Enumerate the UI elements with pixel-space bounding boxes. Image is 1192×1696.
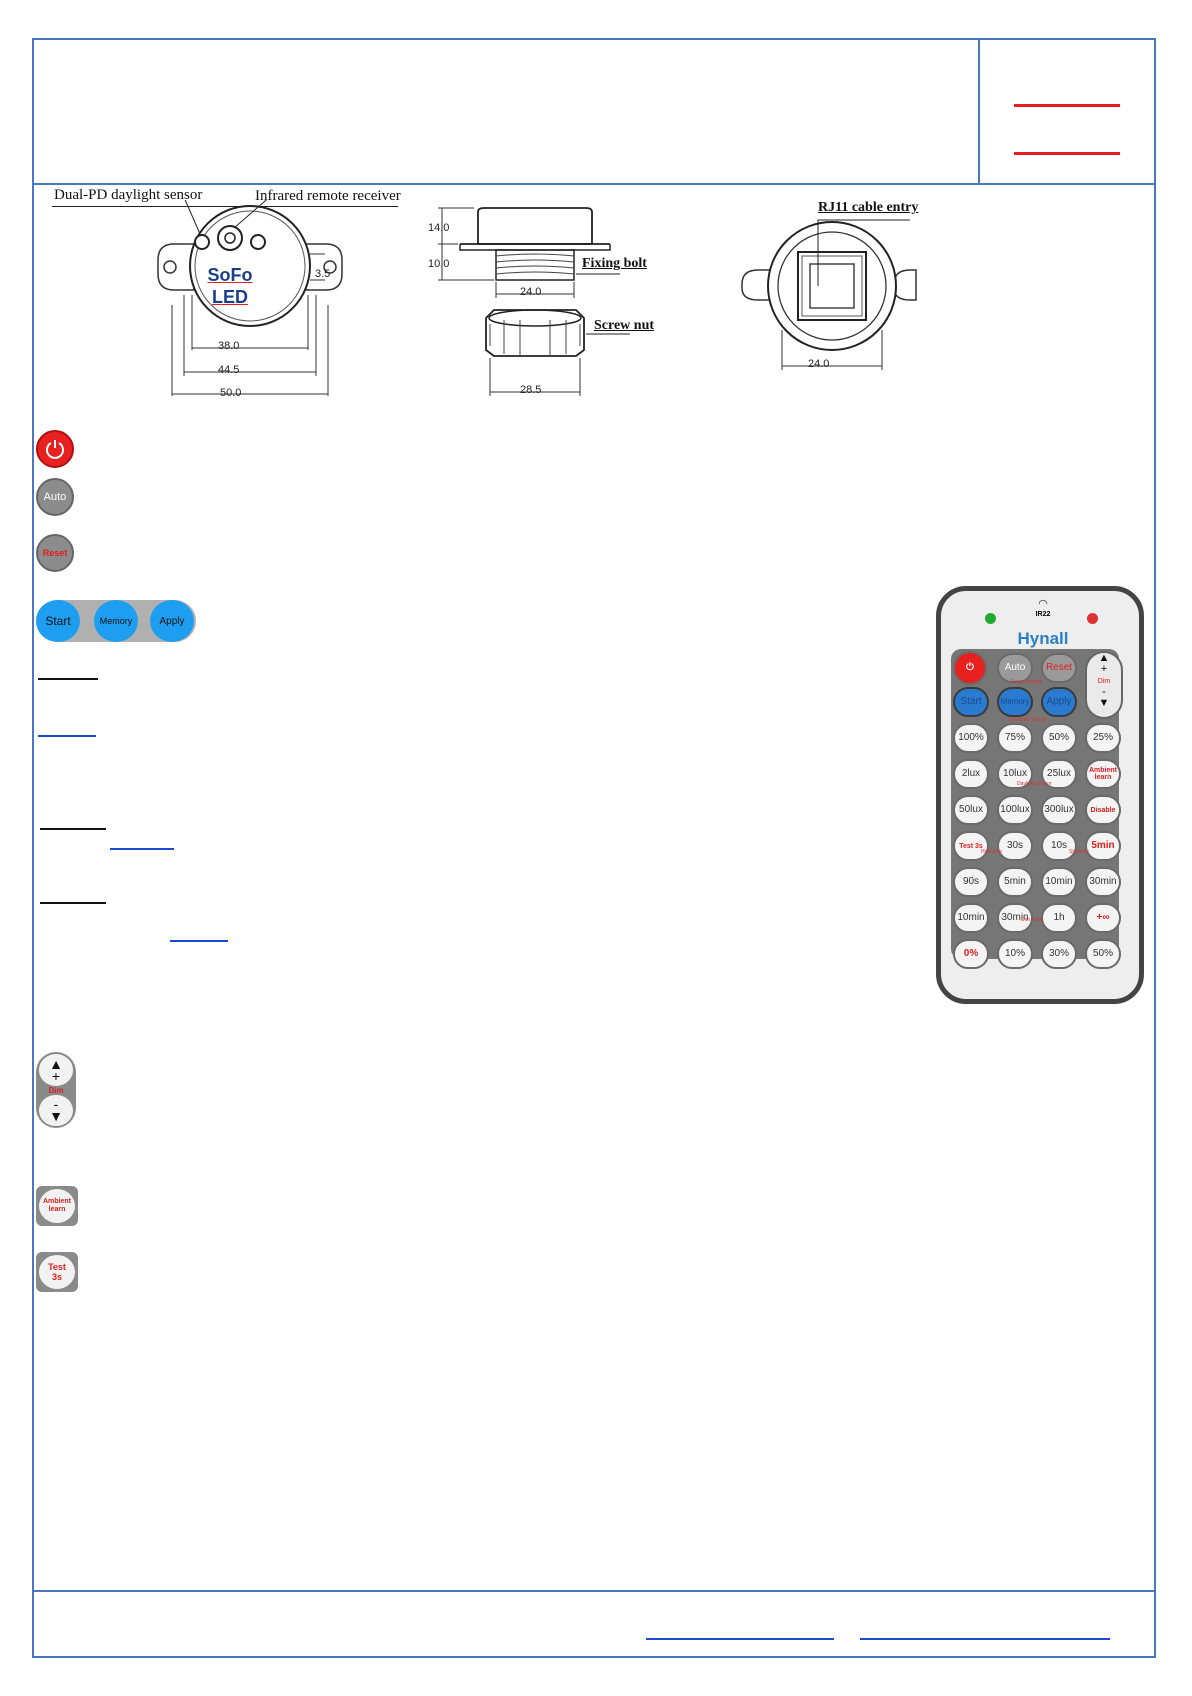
section-link-underline-1[interactable]	[38, 735, 96, 737]
section-link-underline-3[interactable]	[170, 940, 228, 942]
remote-power-button[interactable]: ⏻	[953, 651, 987, 685]
power-icon	[36, 430, 74, 468]
header-red-line-bottom	[1014, 152, 1120, 155]
dim-up-icon: ▲+	[39, 1054, 73, 1086]
dim-44-5: 44.5	[218, 364, 240, 376]
dim-icon-label: Dim	[48, 1085, 64, 1095]
remote-key-6-2[interactable]: 30%	[1041, 939, 1077, 969]
sensor-side-drawing	[438, 207, 630, 396]
dim-icon: ▲+ Dim -▼	[36, 1052, 76, 1128]
dim-down-icon: -▼	[39, 1094, 73, 1126]
remote-key-0-2[interactable]: 50%	[1041, 723, 1077, 753]
remote-key-2-0[interactable]: 50lux	[953, 795, 989, 825]
label-screw-nut: Screw nut	[594, 318, 655, 333]
remote-start-button[interactable]: Start	[953, 687, 989, 717]
dim-10: 10.0	[428, 258, 450, 270]
dim-28-5: 28.5	[520, 384, 542, 396]
remote-detection-label: Detection Range	[1009, 717, 1047, 723]
dim-3-5: 3.5	[315, 268, 331, 280]
remote-key-2-1[interactable]: 100lux	[997, 795, 1033, 825]
remote-key-5-1[interactable]: 30min	[997, 903, 1033, 933]
remote-hold-label: Hold time	[981, 849, 1003, 855]
header-side-divider	[978, 38, 980, 184]
header-red-line-top	[1014, 104, 1120, 107]
sofo-logo: SoFo LED	[200, 262, 260, 310]
remote-key-6-1[interactable]: 10%	[997, 939, 1033, 969]
remote-key-6-3[interactable]: 50%	[1085, 939, 1121, 969]
logo-line-2: LED	[212, 287, 248, 307]
remote-key-1-2[interactable]: 25lux	[1041, 759, 1077, 789]
remote-key-3-1[interactable]: 30s	[997, 831, 1033, 861]
reset-icon: Reset	[36, 534, 74, 572]
memory-icon: Memory	[94, 600, 138, 642]
remote-key-5-2[interactable]: 1h	[1041, 903, 1077, 933]
sensor-back-drawing	[741, 219, 917, 370]
led-red-icon	[1087, 613, 1098, 624]
remote-scene-label: Scene Setting	[1011, 679, 1043, 685]
led-green-icon	[985, 613, 996, 624]
remote-auto-button[interactable]: Auto	[997, 653, 1033, 683]
remote-key-4-0[interactable]: 90s	[953, 867, 989, 897]
remote-key-1-0[interactable]: 2lux	[953, 759, 989, 789]
brand-label: Hynall	[1017, 629, 1069, 648]
label-fixing-bolt: Fixing bolt	[582, 256, 647, 271]
test-icon: Test 3s	[36, 1252, 78, 1292]
remote-key-4-1[interactable]: 5min	[997, 867, 1033, 897]
sensor-front-drawing	[157, 200, 343, 396]
remote-dim-rocker[interactable]: ▲+Dim-▼	[1085, 651, 1123, 719]
page-frame	[32, 38, 1156, 1658]
footer-link-1[interactable]	[646, 1638, 834, 1640]
auto-icon: Auto	[36, 478, 74, 516]
ambient-icon-label: Ambient learn	[43, 1198, 71, 1213]
remote-control: ◠ IR22 Hynall ⏻ Auto Reset ▲+Dim-▼ Scene…	[936, 586, 1144, 1004]
section-underline-3	[40, 902, 106, 904]
dim-24-side: 24.0	[520, 286, 542, 298]
remote-standby-label: Stand-by	[1069, 849, 1090, 855]
remote-key-5-3[interactable]: +∞	[1085, 903, 1121, 933]
start-icon: Start	[36, 600, 80, 642]
dim-14: 14.0	[428, 222, 450, 234]
remote-reset-button[interactable]: Reset	[1041, 653, 1077, 683]
remote-key-0-3[interactable]: 25%	[1085, 723, 1121, 753]
section-underline-2	[40, 828, 106, 830]
remote-key-4-3[interactable]: 30min	[1085, 867, 1121, 897]
label-underline	[52, 206, 398, 207]
section-link-underline-2[interactable]	[110, 848, 174, 850]
ambient-learn-icon: Ambient learn	[36, 1186, 78, 1226]
remote-key-1-3[interactable]: Ambient learn	[1085, 759, 1121, 789]
ir-wave-icon: ◠	[1038, 598, 1048, 610]
remote-key-3-0[interactable]: Test 3s	[953, 831, 989, 861]
remote-daylight-label: Daylight sensor	[1017, 781, 1052, 787]
dim-38: 38.0	[218, 340, 240, 352]
header-divider	[32, 183, 1156, 185]
logo-line-1: SoFo	[207, 265, 253, 285]
label-rj11: RJ11 cable entry	[818, 200, 919, 215]
remote-key-2-3[interactable]: Disable	[1085, 795, 1121, 825]
dim-50: 50.0	[220, 387, 242, 399]
remote-key-2-2[interactable]: 300lux	[1041, 795, 1077, 825]
remote-memory-button[interactable]: Memory	[997, 687, 1033, 717]
test-icon-inner: Test 3s	[39, 1255, 75, 1289]
section-underline-1	[38, 678, 98, 680]
apply-icon: Apply	[150, 600, 194, 642]
remote-key-4-2[interactable]: 10min	[1041, 867, 1077, 897]
dim-24-back: 24.0	[808, 358, 830, 370]
remote-apply-button[interactable]: Apply	[1041, 687, 1077, 717]
remote-key-6-0[interactable]: 0%	[953, 939, 989, 969]
remote-key-3-2[interactable]: 10s	[1041, 831, 1077, 861]
label-dual-pd: Dual-PD daylight sensor	[54, 187, 203, 203]
remote-dimlevel-label: Dim Level	[1021, 917, 1044, 923]
remote-key-1-1[interactable]: 10lux	[997, 759, 1033, 789]
remote-key-0-1[interactable]: 75%	[997, 723, 1033, 753]
remote-key-0-0[interactable]: 100%	[953, 723, 989, 753]
label-ir-receiver: Infrared remote receiver	[255, 188, 401, 204]
test-icon-label: Test 3s	[48, 1262, 66, 1282]
footer-link-2[interactable]	[860, 1638, 1110, 1640]
remote-dim-label: Dim	[1097, 678, 1111, 685]
ambient-eye-icon: Ambient learn	[39, 1189, 75, 1223]
remote-key-5-0[interactable]: 10min	[953, 903, 989, 933]
remote-key-3-3[interactable]: 5min	[1085, 831, 1121, 861]
footer-divider	[32, 1590, 1156, 1592]
ir-label: IR22	[1035, 611, 1051, 618]
